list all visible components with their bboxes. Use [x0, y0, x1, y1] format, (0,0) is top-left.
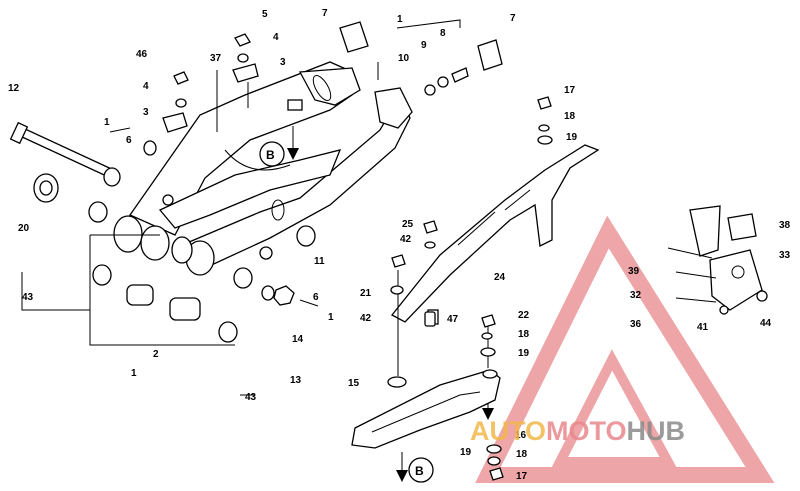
callout-37: 37: [210, 53, 222, 64]
callout-20: 20: [18, 223, 30, 234]
callout-16: 16: [515, 430, 527, 441]
callout-42: 42: [400, 234, 412, 245]
top-hardware: [143, 21, 503, 247]
callout-24: 24: [494, 272, 506, 283]
callout-3: 3: [280, 57, 286, 68]
callout-5: 5: [262, 9, 268, 20]
callout-6: 6: [313, 292, 319, 303]
callout-46: 46: [136, 49, 148, 60]
callout-7: 7: [510, 13, 516, 24]
callout-4: 4: [273, 32, 279, 43]
callout-10: 10: [398, 53, 410, 64]
callout-8: 8: [440, 28, 446, 39]
callout-14: 14: [292, 334, 304, 345]
callout-38: 38: [779, 220, 791, 231]
callout-47: 47: [447, 314, 459, 325]
guard-hardware: [390, 96, 553, 481]
bracket-assembly: [667, 205, 768, 315]
watermark-triangle-inner: [551, 349, 677, 467]
watermark-moto: MOTO: [546, 416, 627, 446]
callout-13: 13: [290, 375, 302, 386]
callout-1: 1: [104, 117, 110, 128]
callout-6: 6: [126, 135, 132, 146]
callout-labels: 5 4 3 7 1 7 8 9 10 46 37 4 3 12 1 6 17 1…: [8, 8, 791, 482]
callout-19: 19: [460, 447, 472, 458]
callout-15: 15: [348, 378, 360, 389]
callout-25: 25: [402, 219, 414, 230]
watermark-text: AUTOMOTOHUB: [470, 416, 685, 446]
callout-42: 42: [360, 313, 372, 324]
view-arrow-bottom: [396, 394, 494, 483]
callout-43: 43: [245, 392, 257, 403]
callout-3: 3: [143, 107, 149, 118]
callout-18: 18: [564, 111, 576, 122]
callout-33: 33: [779, 250, 791, 261]
axle-and-spacer: [9, 121, 121, 203]
callout-19: 19: [518, 348, 530, 359]
callout-21: 21: [360, 288, 372, 299]
callout-12: 12: [8, 83, 20, 94]
swingarm-drawing: [113, 61, 413, 276]
callout-44: 44: [760, 318, 772, 329]
callout-9: 9: [421, 40, 427, 51]
callout-43: 43: [22, 292, 34, 303]
callout-41: 41: [697, 322, 709, 333]
callout-1: 1: [397, 14, 403, 25]
callout-1: 1: [131, 368, 137, 379]
callout-18: 18: [516, 449, 528, 460]
callout-17: 17: [516, 471, 528, 482]
watermark-logo: [475, 215, 775, 483]
grouping-brackets: [21, 19, 461, 396]
callout-7: 7: [322, 8, 328, 19]
watermark-auto: AUTO: [470, 416, 546, 446]
callout-11: 11: [314, 256, 325, 267]
callout-2: 2: [153, 349, 159, 360]
callout-32: 32: [630, 290, 642, 301]
callout-36: 36: [630, 319, 642, 330]
chain-slider: [351, 270, 502, 466]
callout-19: 19: [566, 132, 578, 143]
callout-4: 4: [143, 81, 149, 92]
callout-39: 39: [628, 266, 640, 277]
watermark-triangle-outer: [475, 215, 775, 483]
view-marker-b-top: B: [266, 148, 275, 162]
watermark-hub: HUB: [627, 416, 686, 446]
view-arrow-top: [259, 126, 299, 167]
callout-1: 1: [328, 312, 334, 323]
callout-22: 22: [518, 310, 530, 321]
callout-17: 17: [564, 85, 576, 96]
callout-18: 18: [518, 329, 530, 340]
view-marker-b-bottom: B: [415, 464, 424, 478]
